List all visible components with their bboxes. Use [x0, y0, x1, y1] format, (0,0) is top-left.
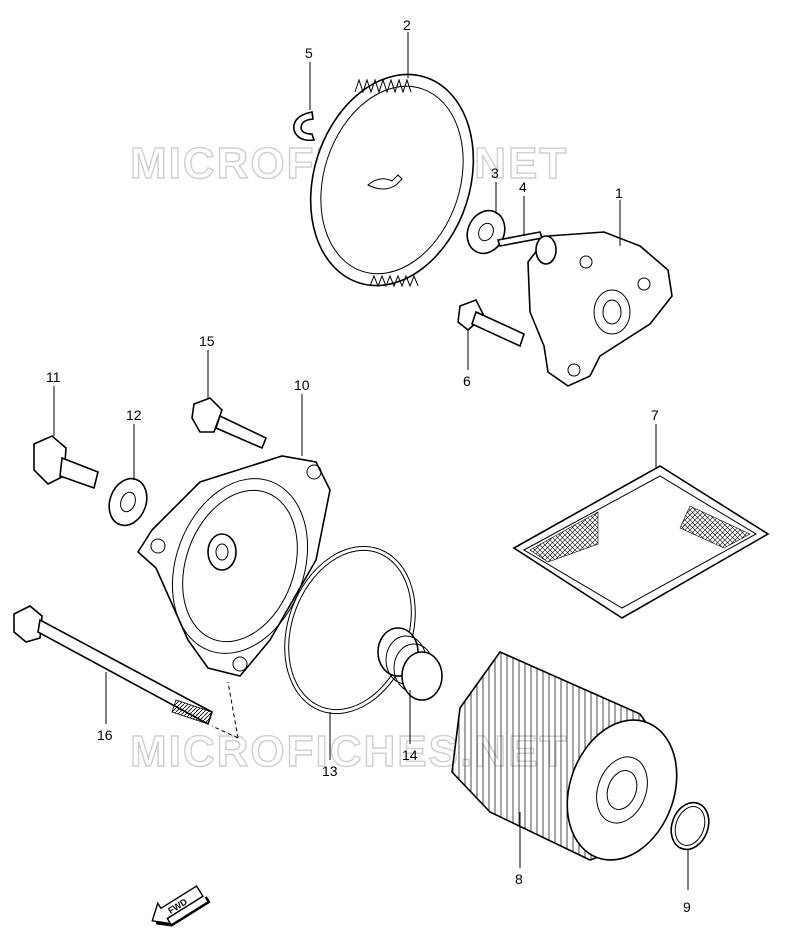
callout-14: 14 — [402, 747, 418, 763]
part-bolt-6 — [457, 298, 525, 348]
part-washer-12 — [108, 477, 148, 527]
callout-12: 12 — [126, 407, 142, 423]
callout-3: 3 — [491, 165, 499, 181]
part-oil-pump — [527, 231, 673, 387]
callout-5: 5 — [305, 45, 313, 61]
callout-6: 6 — [463, 373, 471, 389]
part-filter-cover — [136, 455, 331, 677]
part-bolt-15 — [191, 397, 268, 450]
callout-13: 13 — [322, 763, 338, 779]
callout-2: 2 — [403, 17, 411, 33]
callout-1: 1 — [615, 185, 623, 201]
part-spring — [377, 627, 443, 701]
part-oil-filter — [451, 651, 678, 861]
part-circlip — [293, 111, 316, 142]
callout-9: 9 — [683, 899, 691, 915]
callout-8: 8 — [515, 871, 523, 887]
callout-11: 11 — [46, 369, 61, 385]
callout-4: 4 — [519, 179, 527, 195]
fwd-arrow-icon: FWD — [151, 885, 211, 927]
part-strainer — [512, 465, 770, 619]
part-bolt-16 — [13, 605, 213, 726]
callout-15: 15 — [199, 333, 215, 349]
leader-lines — [53, 32, 689, 890]
callout-7: 7 — [651, 407, 659, 423]
part-o-ring-9 — [670, 801, 710, 851]
callouts: 1 2 3 4 5 6 7 8 9 10 11 12 13 14 15 16 — [46, 17, 691, 915]
part-washer-3 — [466, 209, 506, 255]
callout-16: 16 — [97, 727, 113, 743]
callout-10: 10 — [294, 377, 310, 393]
part-bolt-11 — [33, 435, 99, 490]
part-gear — [309, 73, 475, 288]
